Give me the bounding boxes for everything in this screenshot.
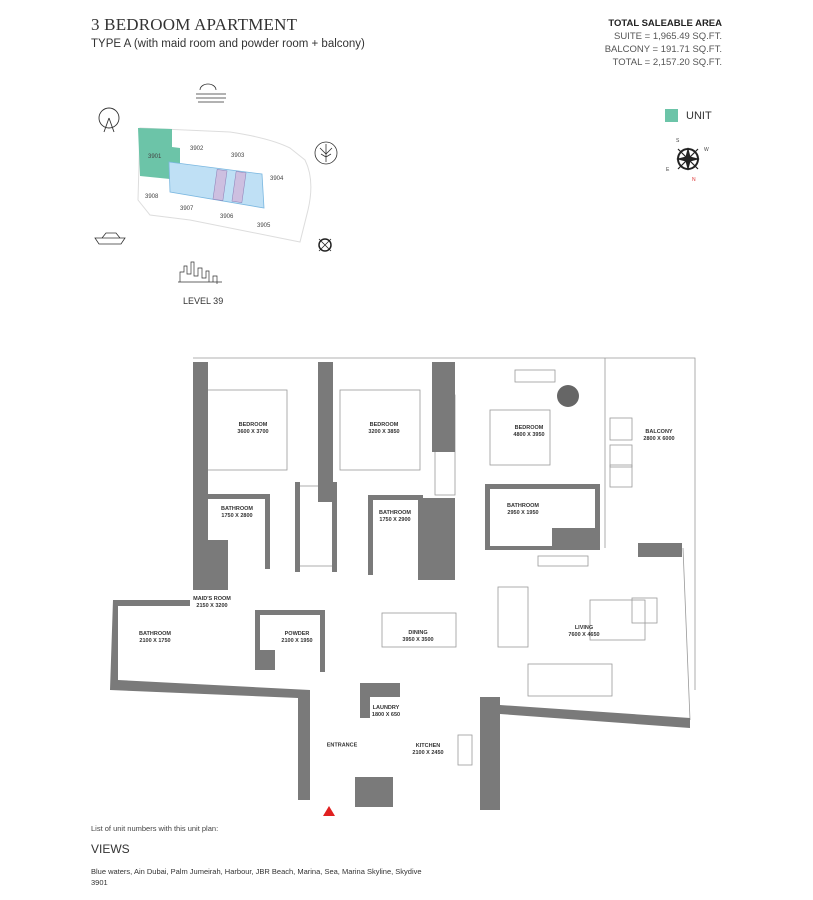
walls bbox=[110, 362, 690, 810]
level-label: LEVEL 39 bbox=[183, 296, 224, 306]
sea-icon bbox=[196, 83, 226, 103]
unit-list-label: List of unit numbers with this unit plan… bbox=[91, 824, 219, 833]
svg-text:E: E bbox=[666, 167, 670, 173]
area-summary: TOTAL SALEABLE AREA SUITE = 1,965.49 SQ.… bbox=[605, 17, 722, 69]
skyline-icon bbox=[178, 261, 222, 284]
svg-text:N: N bbox=[692, 177, 696, 183]
yacht-icon bbox=[94, 232, 126, 245]
svg-text:W: W bbox=[704, 147, 709, 153]
svg-text:3907: 3907 bbox=[180, 206, 194, 212]
entrance-marker-icon bbox=[323, 806, 335, 816]
unit-type: TYPE A (with maid room and powder room +… bbox=[91, 38, 365, 50]
svg-text:3904: 3904 bbox=[270, 176, 284, 182]
views-list: Blue waters, Ain Dubai, Palm Jumeirah, H… bbox=[91, 866, 422, 888]
palm-icon bbox=[314, 141, 338, 165]
legend-unit-label: UNIT bbox=[686, 109, 712, 122]
suite-area: SUITE = 1,965.49 SQ.FT. bbox=[614, 31, 722, 42]
compass-icon: S W E N bbox=[666, 138, 709, 183]
balcony-area: BALCONY = 191.71 SQ.FT. bbox=[604, 44, 722, 55]
outlines bbox=[193, 357, 696, 766]
svg-text:S: S bbox=[676, 138, 680, 144]
area-heading: TOTAL SALEABLE AREA bbox=[608, 18, 722, 29]
views-text: Blue waters, Ain Dubai, Palm Jumeirah, H… bbox=[91, 867, 422, 876]
svg-text:3903: 3903 bbox=[231, 153, 245, 159]
legend: UNIT bbox=[665, 109, 712, 122]
unit-swatch bbox=[665, 109, 678, 122]
compass-small-icon bbox=[318, 238, 332, 252]
ferris-wheel-icon bbox=[98, 107, 120, 133]
svg-text:3905: 3905 bbox=[257, 223, 271, 229]
unit-numbers: 3901 bbox=[91, 878, 108, 887]
room-entrance: ENTRANCE bbox=[326, 742, 358, 749]
svg-text:3908: 3908 bbox=[145, 194, 159, 200]
site-plan: 3901 3902 3903 3904 3905 3906 3907 3908 bbox=[94, 83, 338, 284]
svg-text:3906: 3906 bbox=[220, 214, 234, 220]
svg-text:3901: 3901 bbox=[148, 154, 162, 160]
page-title: 3 BEDROOM APARTMENT bbox=[91, 15, 298, 34]
views-heading: VIEWS bbox=[91, 842, 130, 856]
svg-text:3902: 3902 bbox=[190, 146, 204, 152]
total-area: TOTAL = 2,157.20 SQ.FT. bbox=[612, 57, 722, 68]
